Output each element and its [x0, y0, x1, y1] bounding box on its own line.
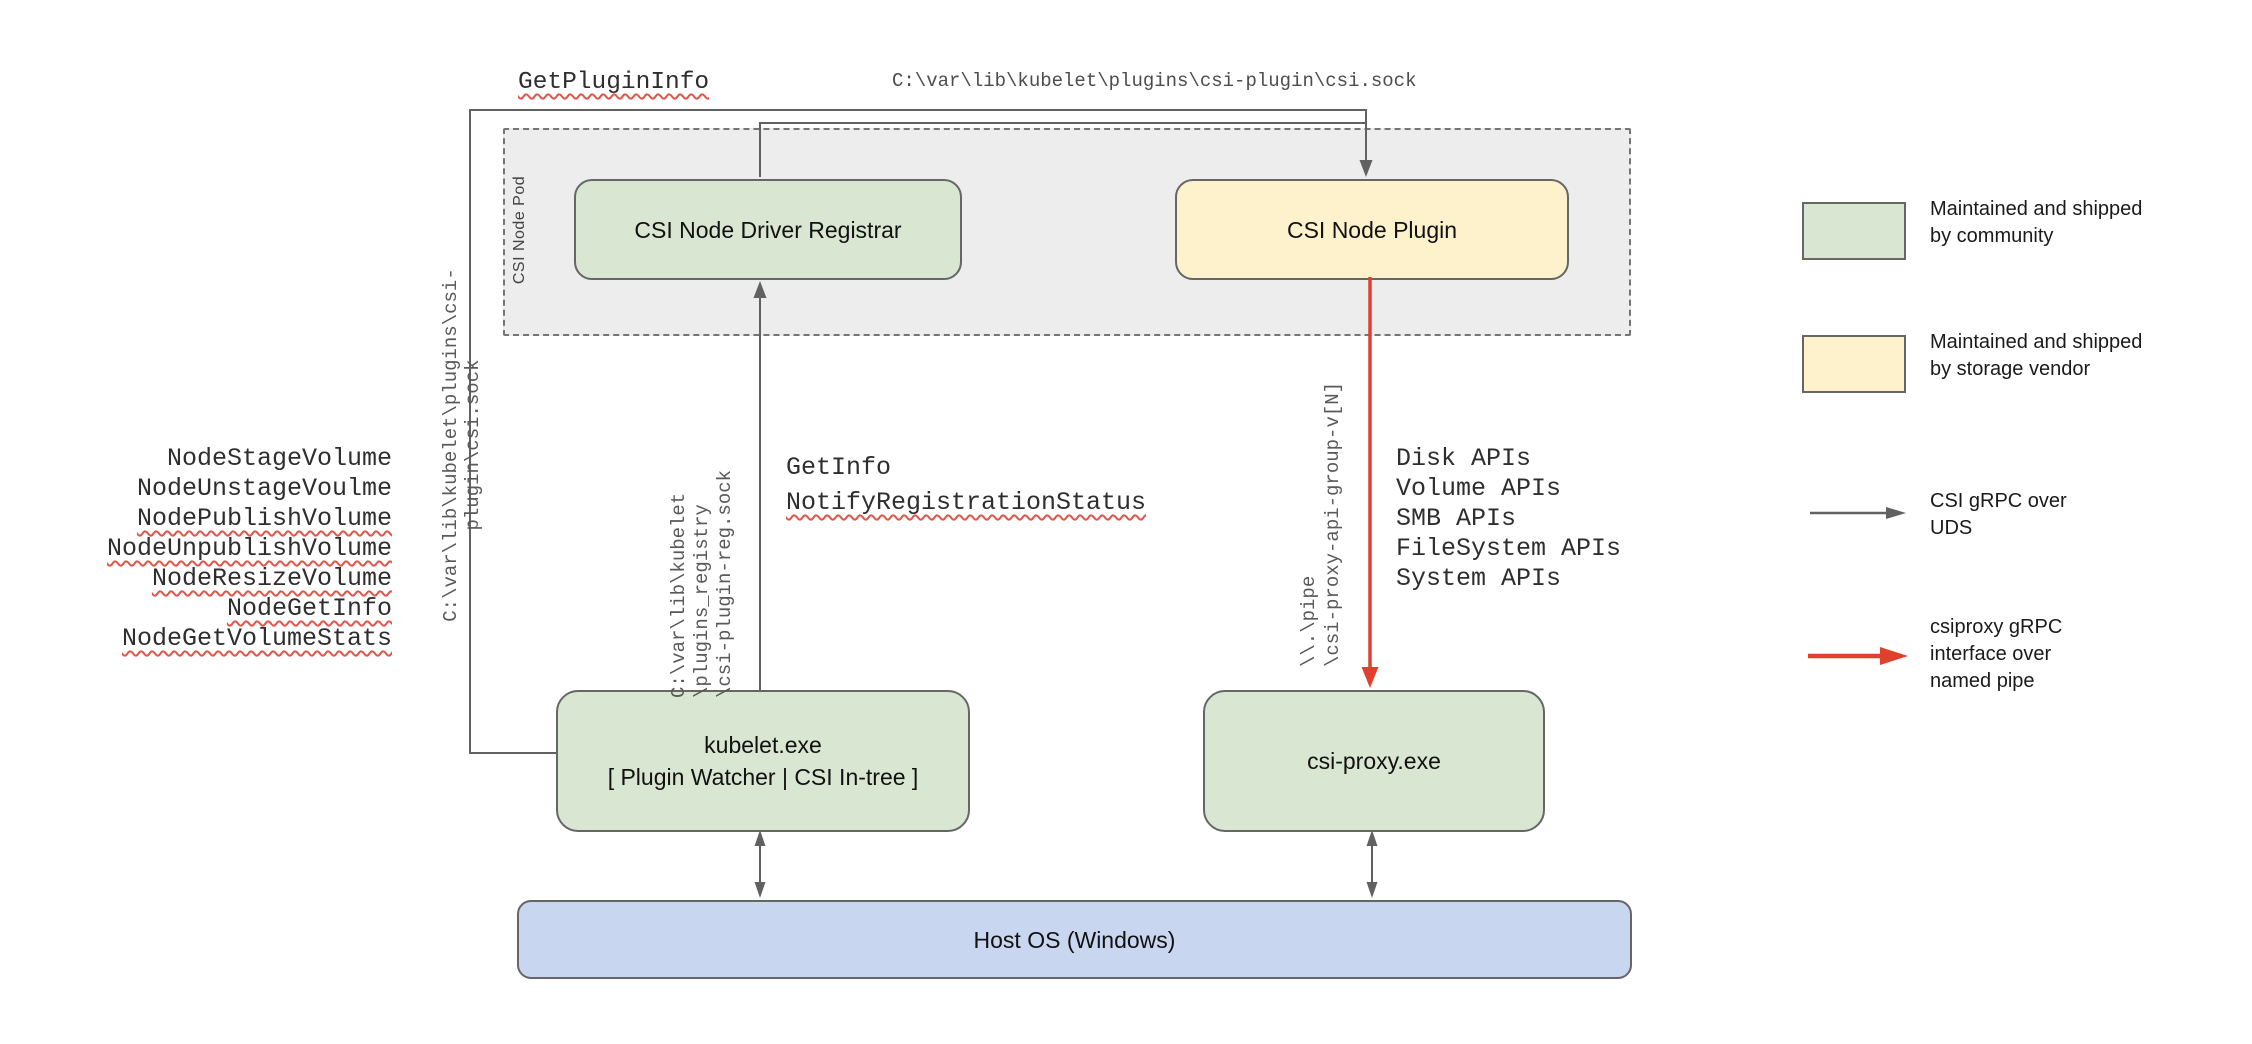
proxy-red-arrowhead-icon [1361, 667, 1379, 688]
proxy-api-item: Disk APIs [1396, 444, 1532, 473]
csi-sock-path-label: C:\var\lib\kubelet\plugins\csi-plugin\cs… [892, 70, 1417, 92]
host-os-label: Host OS (Windows) [973, 926, 1176, 953]
csi-node-plugin-label: CSI Node Plugin [1286, 216, 1458, 243]
up-arrowhead-icon [754, 830, 766, 846]
node-rpc-list: NodeStageVolume NodeUnstageVoulme NodePu… [60, 444, 392, 654]
registration-rpc-item: NotifyRegistrationStatus [786, 488, 1147, 517]
named-pipe-vertical-label: \\.\pipe \csi-proxy-api-group-v[N] [1297, 367, 1347, 667]
kubelet-csi-sock-vertical-label: C:\var\lib\kubelet\plugins\csi-plugin\cs… [440, 268, 484, 622]
proxy-api-item: System APIs [1396, 564, 1562, 593]
node-rpc-item: NodeResizeVolume [151, 564, 392, 593]
kubelet-sublabel: [ Plugin Watcher | CSI In-tree ] [607, 764, 919, 790]
registration-rpc-list: GetInfo NotifyRegistrationStatus [786, 450, 1146, 520]
plugin-arrowhead-icon [1359, 160, 1373, 177]
legend-vendor-swatch [1802, 335, 1906, 393]
proxy-api-item: Volume APIs [1396, 474, 1562, 503]
kubelet-to-plugin-uds-connector [469, 109, 1367, 754]
plugin-registry-vertical-label: C:\var\lib\kubelet \plugins_registry \cs… [668, 458, 740, 698]
csi-proxy-box: csi-proxy.exe [1203, 690, 1545, 832]
csi-node-plugin-box: CSI Node Plugin [1175, 179, 1569, 280]
node-rpc-item: NodeUnstageVoulme [136, 474, 392, 503]
registry-path-line: \plugins_registry [691, 504, 713, 698]
legend-uds-label: CSI gRPC over UDS [1930, 490, 2067, 539]
legend-vendor-label: Maintained and shipped by storage vendor [1930, 331, 2143, 380]
pipe-path-line: \\.\pipe [1298, 575, 1320, 667]
csi-proxy-label: csi-proxy.exe [1307, 748, 1441, 774]
registry-path-line: \csi-plugin-reg.sock [714, 469, 736, 698]
legend-uds-arrow-icon [1810, 507, 1906, 519]
csi-node-driver-registrar-label: CSI Node Driver Registrar [634, 216, 902, 243]
registrar-arrowhead-icon [753, 281, 767, 298]
proxy-api-list: Disk APIs Volume APIs SMB APIs FileSyste… [1396, 444, 1621, 594]
registration-rpc-item: GetInfo [786, 453, 892, 482]
legend-community-label: Maintained and shipped by community [1930, 198, 2143, 247]
down-arrowhead-icon [754, 882, 766, 898]
legend-namedpipe-arrow-icon [1808, 647, 1908, 665]
kubelet-label: kubelet.exe [704, 732, 822, 758]
proxy-api-item: SMB APIs [1396, 504, 1517, 533]
registrar-to-plugin-uds-connector [759, 122, 1367, 177]
csi-node-driver-registrar-box: CSI Node Driver Registrar [574, 179, 962, 280]
proxy-api-item: FileSystem APIs [1396, 534, 1622, 563]
node-rpc-item: NodeGetInfo [226, 594, 392, 623]
node-rpc-item: NodeGetVolumeStats [121, 624, 392, 653]
node-rpc-item: NodePublishVolume [136, 504, 392, 533]
legend-community-swatch [1802, 202, 1906, 260]
node-rpc-item: NodeStageVolume [166, 444, 392, 473]
kubelet-box: kubelet.exe [ Plugin Watcher | CSI In-tr… [556, 690, 970, 832]
registry-path-line: C:\var\lib\kubelet [668, 492, 690, 698]
legend-namedpipe-label: csiproxy gRPC interface over named pipe [1930, 616, 2063, 692]
pipe-path-line: \csi-proxy-api-group-v[N] [1322, 381, 1344, 667]
get-plugin-info-label: GetPluginInfo [518, 69, 710, 96]
host-os-box: Host OS (Windows) [517, 900, 1632, 979]
down-arrowhead-icon [1366, 882, 1378, 898]
node-rpc-item: NodeUnpublishVolume [106, 534, 392, 563]
up-arrowhead-icon [1366, 830, 1378, 846]
